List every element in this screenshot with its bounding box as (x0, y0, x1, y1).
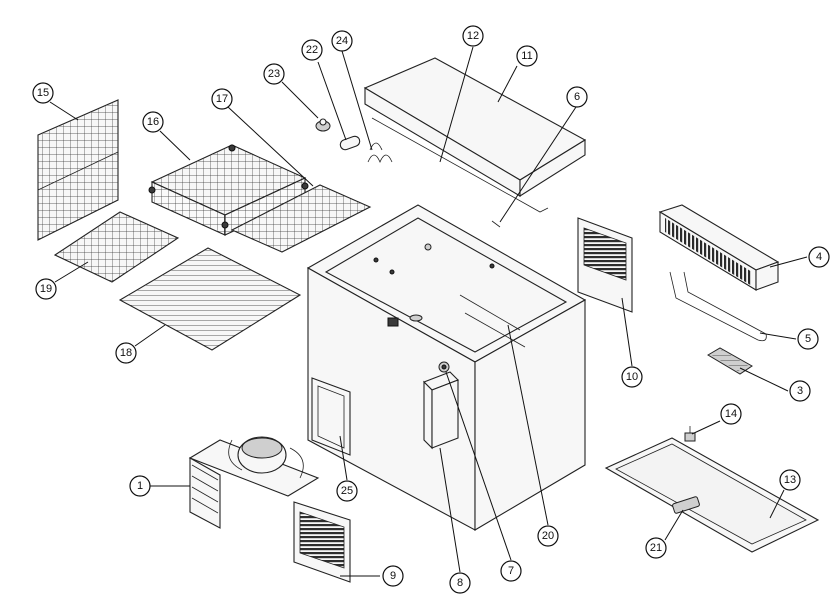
callouts: 1 3 4 5 6 7 8 9 10 11 12 13 14 15 16 (32, 25, 830, 594)
callout-24: 24 (331, 30, 353, 52)
spring-hinge (367, 142, 393, 164)
svg-text:11: 11 (521, 50, 532, 62)
svg-text:5: 5 (805, 333, 811, 345)
lid-pin (491, 220, 501, 228)
callout-15: 15 (32, 82, 54, 104)
svg-text:15: 15 (37, 87, 49, 99)
lid (363, 57, 587, 197)
callout-4: 4 (808, 246, 830, 268)
callout-3: 3 (789, 380, 811, 402)
grille-upper (577, 217, 633, 313)
svg-text:9: 9 (390, 570, 396, 582)
lid-gasket (371, 117, 549, 213)
callout-21: 21 (645, 537, 667, 559)
svg-text:8: 8 (457, 577, 463, 589)
svg-text:7: 7 (508, 565, 514, 577)
control-box (423, 371, 459, 450)
tray-handle (672, 496, 700, 514)
svg-text:23: 23 (268, 68, 280, 80)
svg-text:16: 16 (147, 116, 159, 128)
svg-text:13: 13 (784, 474, 796, 486)
svg-text:12: 12 (467, 30, 479, 42)
callout-10: 10 (621, 366, 643, 388)
hinge-clip (315, 118, 331, 132)
svg-text:18: 18 (120, 347, 132, 359)
svg-text:25: 25 (341, 485, 353, 497)
svg-text:22: 22 (306, 44, 318, 56)
svg-text:10: 10 (626, 371, 638, 383)
wire-shelf-flat-upper (230, 184, 372, 253)
callout-9: 9 (382, 565, 404, 587)
callout-8: 8 (449, 572, 471, 594)
callout-5: 5 (797, 328, 819, 350)
callout-19: 19 (35, 278, 57, 300)
svg-text:6: 6 (574, 91, 580, 103)
svg-text:14: 14 (725, 408, 737, 420)
mounting-bracket (707, 347, 753, 375)
svg-text:19: 19 (40, 283, 52, 295)
callout-22: 22 (301, 39, 323, 61)
callout-11: 11 (516, 45, 538, 67)
callout-6: 6 (566, 86, 588, 108)
latch (684, 426, 696, 442)
drain-tray (604, 437, 820, 553)
wire-shelf-upright (37, 99, 119, 241)
svg-text:1: 1 (137, 480, 143, 492)
callout-13: 13 (779, 469, 801, 491)
grille-lower (293, 501, 351, 583)
svg-text:21: 21 (650, 542, 662, 554)
svg-text:3: 3 (797, 385, 803, 397)
callout-23: 23 (263, 63, 285, 85)
svg-text:24: 24 (336, 35, 348, 47)
svg-text:17: 17 (216, 93, 228, 105)
callout-16: 16 (142, 111, 164, 133)
wire-shelf-large (118, 247, 302, 351)
svg-text:4: 4 (816, 251, 822, 263)
callout-1: 1 (129, 475, 151, 497)
callout-12: 12 (462, 25, 484, 47)
callout-18: 18 (115, 342, 137, 364)
callout-7: 7 (500, 560, 522, 582)
wire-shelf-small (53, 211, 180, 283)
evaporator-coil (658, 204, 780, 291)
callout-25: 25 (336, 480, 358, 502)
cabinet (306, 204, 587, 531)
callout-17: 17 (211, 88, 233, 110)
thermostat-knob (438, 361, 450, 373)
svg-text:20: 20 (542, 530, 554, 542)
callout-20: 20 (537, 525, 559, 547)
callout-14: 14 (720, 403, 742, 425)
condensing-unit (188, 436, 320, 529)
cylindrical-fitting (339, 135, 361, 151)
leader-lines (49, 46, 808, 577)
